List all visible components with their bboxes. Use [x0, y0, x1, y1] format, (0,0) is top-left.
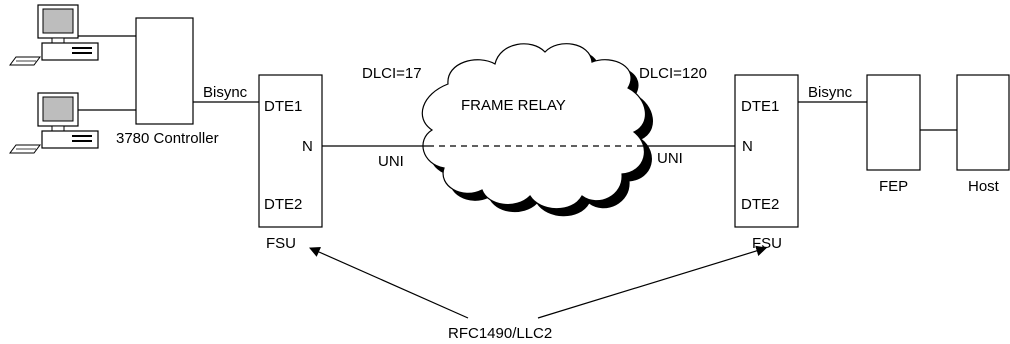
fsu-left-dte1: DTE1 — [264, 98, 302, 115]
dlci-right-label: DLCI=120 — [639, 65, 707, 82]
cloud-label: FRAME RELAY — [461, 97, 566, 114]
host-box — [956, 74, 1010, 171]
fsu-left-name: FSU — [266, 235, 296, 252]
arrow-to-fsu-right — [537, 245, 768, 319]
uni-right-label: UNI — [657, 150, 683, 167]
controller-box — [135, 17, 194, 125]
fsu-right-dte1: DTE1 — [741, 98, 779, 115]
bisync-left-label: Bisync — [203, 84, 248, 101]
fsu-left-dte2: DTE2 — [264, 196, 302, 213]
workstation-top-icon — [9, 4, 99, 66]
fep-box — [866, 74, 921, 171]
uni-left-label: UNI — [378, 153, 404, 170]
bisync-right-label: Bisync — [808, 84, 853, 101]
frame-relay-cloud — [421, 43, 647, 210]
fsu-right-name: FSU — [752, 235, 782, 252]
fsu-right-box — [734, 74, 799, 228]
dlci-left-label: DLCI=17 — [362, 65, 422, 82]
fep-label: FEP — [879, 178, 908, 195]
controller-label: 3780 Controller — [116, 130, 219, 147]
protocol-label: RFC1490/LLC2 — [448, 325, 552, 342]
fsu-right-n: N — [742, 138, 753, 155]
fsu-right-dte2: DTE2 — [741, 196, 779, 213]
arrow-to-fsu-left — [309, 247, 469, 319]
fsu-left-n: N — [302, 138, 313, 155]
workstation-bottom-icon — [9, 92, 99, 154]
fsu-left-box — [258, 74, 323, 228]
host-label: Host — [968, 178, 1000, 195]
